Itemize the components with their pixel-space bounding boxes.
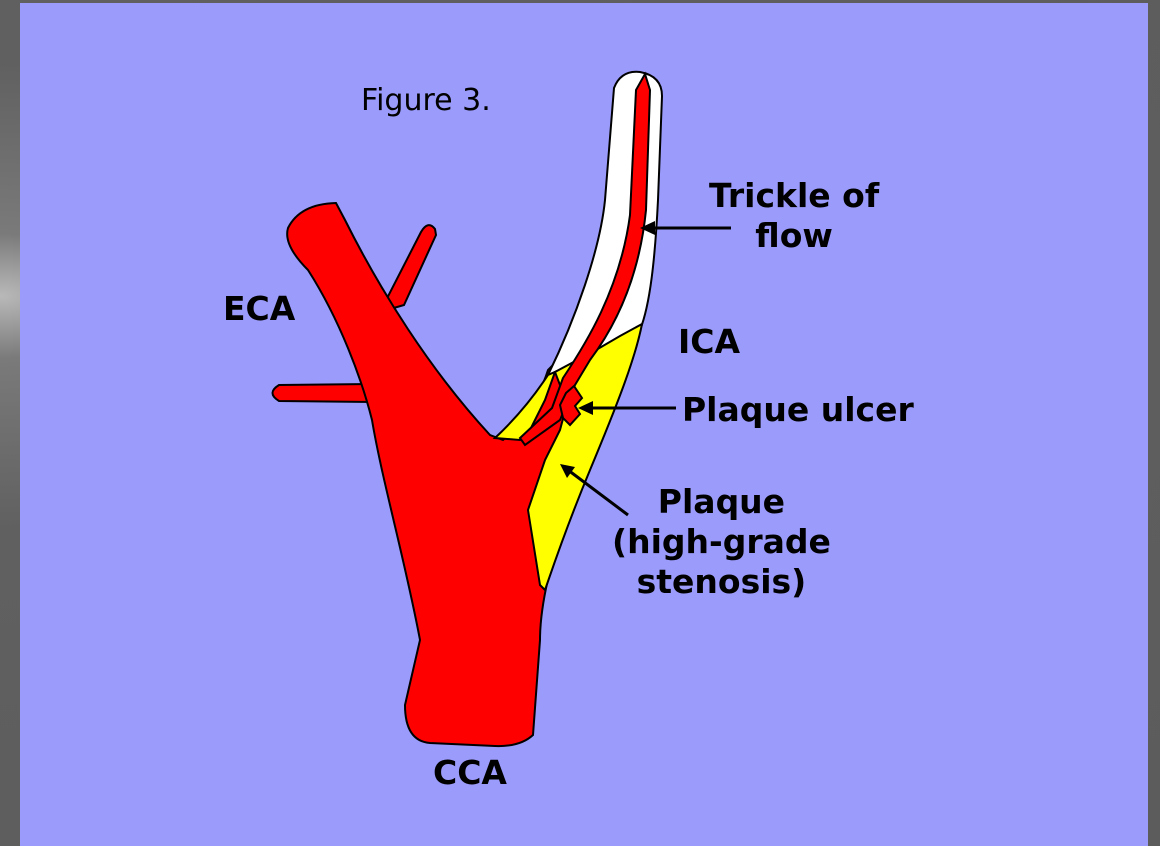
label-plaque-line1: Plaque: [612, 482, 831, 522]
figure-title: Figure 3.: [361, 82, 491, 120]
label-trickle-line2: flow: [709, 216, 879, 256]
label-trickle-line1: Trickle of: [709, 176, 879, 216]
eca-lower-branch: [273, 384, 373, 402]
label-cca: CCA: [433, 753, 507, 793]
label-eca: ECA: [223, 289, 295, 329]
label-trickle-of-flow: Trickle of flow: [709, 176, 879, 256]
label-ica: ICA: [678, 322, 740, 362]
label-plaque-line3: stenosis): [612, 562, 831, 602]
plaque-ulcer-arrow: [578, 401, 676, 415]
label-plaque-line2: (high-grade: [612, 522, 831, 562]
label-plaque-ulcer: Plaque ulcer: [682, 390, 914, 430]
label-plaque: Plaque (high-grade stenosis): [612, 482, 831, 602]
